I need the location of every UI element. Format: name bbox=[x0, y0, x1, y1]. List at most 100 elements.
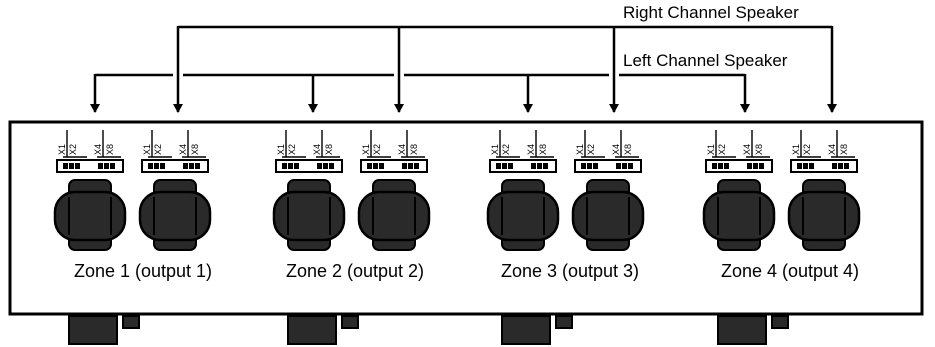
speaker-connector[interactable] bbox=[138, 190, 212, 242]
jumper-pin bbox=[75, 163, 80, 169]
jumper-pin bbox=[581, 163, 586, 169]
jumper-pin bbox=[496, 163, 501, 169]
jumper-pin bbox=[195, 163, 200, 169]
zone-label: Zone 1 (output 1) bbox=[74, 261, 212, 281]
jumper-label-x1: X1 bbox=[276, 144, 286, 155]
jumper-pin bbox=[104, 163, 109, 169]
jumper-label-x2: X2 bbox=[501, 144, 511, 155]
jumper-pin bbox=[832, 163, 837, 169]
jumper-label-x2: X2 bbox=[153, 144, 163, 155]
bottom-port-small-1 bbox=[122, 315, 140, 329]
jumper-label-x8: X8 bbox=[839, 144, 849, 155]
jumper-pin bbox=[809, 163, 814, 169]
jumper-label-x8: X8 bbox=[324, 144, 334, 155]
speaker-connector[interactable] bbox=[787, 190, 861, 242]
jumper-label-x2: X2 bbox=[287, 144, 297, 155]
jumper-pin bbox=[724, 163, 729, 169]
jumper-label-x1: X1 bbox=[791, 144, 801, 155]
jumper-label-x1: X1 bbox=[575, 144, 585, 155]
jumper-label-x8: X8 bbox=[409, 144, 419, 155]
jumper-pin bbox=[537, 163, 542, 169]
jumper-pin bbox=[288, 163, 293, 169]
jumper-label-x8: X8 bbox=[623, 144, 633, 155]
jumper-pin bbox=[759, 163, 764, 169]
jumper-label-x4: X4 bbox=[827, 144, 837, 155]
jumper-pin bbox=[712, 163, 717, 169]
zone-label: Zone 4 (output 4) bbox=[721, 261, 859, 281]
jumper-pin bbox=[616, 163, 621, 169]
speaker-connector[interactable] bbox=[53, 190, 127, 242]
jumper-label-x4: X4 bbox=[93, 144, 103, 155]
jumper-label-x4: X4 bbox=[611, 144, 621, 155]
speaker-connector[interactable] bbox=[486, 190, 560, 242]
jumper-pin bbox=[747, 163, 752, 169]
jumper-pin bbox=[189, 163, 194, 169]
jumper-pin bbox=[160, 163, 165, 169]
jumper-label-x2: X2 bbox=[586, 144, 596, 155]
jumper-label-x2: X2 bbox=[68, 144, 78, 155]
jumper-label-x1: X1 bbox=[361, 144, 371, 155]
jumper-pin bbox=[531, 163, 536, 169]
jumper-pin bbox=[844, 163, 849, 169]
jumper-pin bbox=[402, 163, 407, 169]
bottom-port-4 bbox=[717, 315, 767, 345]
left-channel-label: Left Channel Speaker bbox=[623, 51, 788, 70]
jumper-label-x8: X8 bbox=[754, 144, 764, 155]
speaker-connector[interactable] bbox=[571, 190, 645, 242]
speaker-connector[interactable] bbox=[702, 190, 776, 242]
right-channel-label: Right Channel Speaker bbox=[623, 3, 799, 22]
jumper-label-x1: X1 bbox=[490, 144, 500, 155]
jumper-pin bbox=[323, 163, 328, 169]
jumper-pin bbox=[294, 163, 299, 169]
jumper-label-x4: X4 bbox=[312, 144, 322, 155]
jumper-pin bbox=[753, 163, 758, 169]
jumper-pin bbox=[317, 163, 322, 169]
jumper-pin bbox=[98, 163, 103, 169]
jumper-label-x8: X8 bbox=[538, 144, 548, 155]
jumper-pin bbox=[282, 163, 287, 169]
jumper-pin bbox=[148, 163, 153, 169]
bottom-port-small-3 bbox=[555, 315, 573, 329]
jumper-pin bbox=[508, 163, 513, 169]
jumper-label-x8: X8 bbox=[105, 144, 115, 155]
jumper-label-x2: X2 bbox=[372, 144, 382, 155]
jumper-pin bbox=[718, 163, 723, 169]
jumper-pin bbox=[69, 163, 74, 169]
speaker-connector[interactable] bbox=[272, 190, 346, 242]
jumper-pin bbox=[329, 163, 334, 169]
jumper-pin bbox=[63, 163, 68, 169]
jumper-label-x2: X2 bbox=[802, 144, 812, 155]
bottom-port-2 bbox=[287, 315, 337, 345]
jumper-label-x8: X8 bbox=[190, 144, 200, 155]
jumper-label-x2: X2 bbox=[717, 144, 727, 155]
jumper-pin bbox=[154, 163, 159, 169]
bottom-port-3 bbox=[501, 315, 551, 345]
bottom-connectors bbox=[68, 315, 789, 345]
jumper-label-x4: X4 bbox=[178, 144, 188, 155]
bottom-port-1 bbox=[68, 315, 118, 345]
jumper-label-x4: X4 bbox=[526, 144, 536, 155]
jumper-pin bbox=[838, 163, 843, 169]
jumper-pin bbox=[797, 163, 802, 169]
jumper-pin bbox=[543, 163, 548, 169]
jumper-label-x1: X1 bbox=[706, 144, 716, 155]
jumper-pin bbox=[110, 163, 115, 169]
jumper-label-x4: X4 bbox=[742, 144, 752, 155]
jumper-pin bbox=[628, 163, 633, 169]
jumper-pin bbox=[593, 163, 598, 169]
bottom-port-small-4 bbox=[771, 315, 789, 329]
speaker-connector[interactable] bbox=[357, 190, 431, 242]
jumper-pin bbox=[622, 163, 627, 169]
